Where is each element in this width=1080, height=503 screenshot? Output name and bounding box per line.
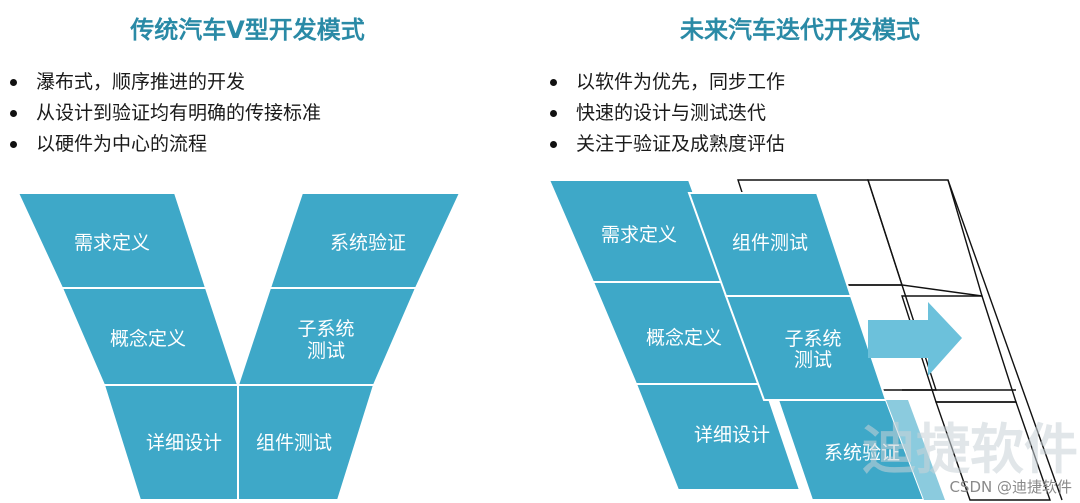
- v-model-title: 传统汽车V型开发模式: [130, 16, 365, 44]
- v-label-requirements: 需求定义: [74, 232, 150, 254]
- watermark-logo: 迪捷软件: [862, 418, 1078, 481]
- v-label-system-validation: 系统验证: [330, 232, 406, 254]
- iterative-model-diagram: 需求定义 概念定义 详细设计 组件测试 子系统 测试 系统验证: [547, 179, 1063, 501]
- iteration-arrow-icon: [868, 302, 962, 376]
- v-label-detailed-design: 详细设计: [146, 432, 222, 454]
- iter-block-detailed-design: [634, 383, 802, 491]
- iterative-model-bullets: 以软件为优先，同步工作 快速的设计与测试迭代 关注于验证及成熟度评估: [540, 67, 785, 160]
- iter-label-subsystem-test-2: 测试: [794, 349, 832, 371]
- iter-label-system-validation: 系统验证: [824, 442, 900, 464]
- grid-cell: [935, 401, 1051, 501]
- v-block-system-validation: [268, 192, 462, 289]
- iter-label-component-test: 组件测试: [732, 232, 808, 254]
- bullet-item: 以硬件为中心的流程: [0, 129, 321, 160]
- grid-cell: [867, 179, 983, 297]
- grid-line: [947, 179, 1063, 501]
- v-model-diagram: 需求定义 概念定义 详细设计 组件测试 子系统 测试 系统验证: [16, 192, 462, 501]
- bullet-item: 从设计到验证均有明确的传接标准: [0, 98, 321, 129]
- iter-block-shadow: [886, 400, 945, 500]
- iter-label-concept: 概念定义: [646, 326, 722, 349]
- v-label-component-test: 组件测试: [256, 432, 332, 454]
- v-label-subsystem-test-2: 测试: [307, 340, 345, 362]
- bullet-item: 瀑布式，顺序推进的开发: [0, 67, 321, 98]
- iter-label-subsystem-test-1: 子系统: [784, 328, 841, 350]
- bullet-item: 关注于验证及成熟度评估: [540, 129, 785, 160]
- v-model-bullets: 瀑布式，顺序推进的开发 从设计到验证均有明确的传接标准 以硬件为中心的流程: [0, 67, 321, 160]
- iter-label-requirements: 需求定义: [601, 224, 677, 246]
- iterative-model-title: 未来汽车迭代开发模式: [680, 16, 920, 44]
- iter-label-detailed-design: 详细设计: [694, 424, 770, 446]
- bullet-item: 快速的设计与测试迭代: [540, 98, 785, 129]
- bullet-item: 以软件为优先，同步工作: [540, 67, 785, 98]
- v-label-concept: 概念定义: [110, 327, 186, 350]
- source-credit: CSDN @迪捷软件: [949, 478, 1072, 496]
- v-label-subsystem-test-1: 子系统: [297, 318, 354, 340]
